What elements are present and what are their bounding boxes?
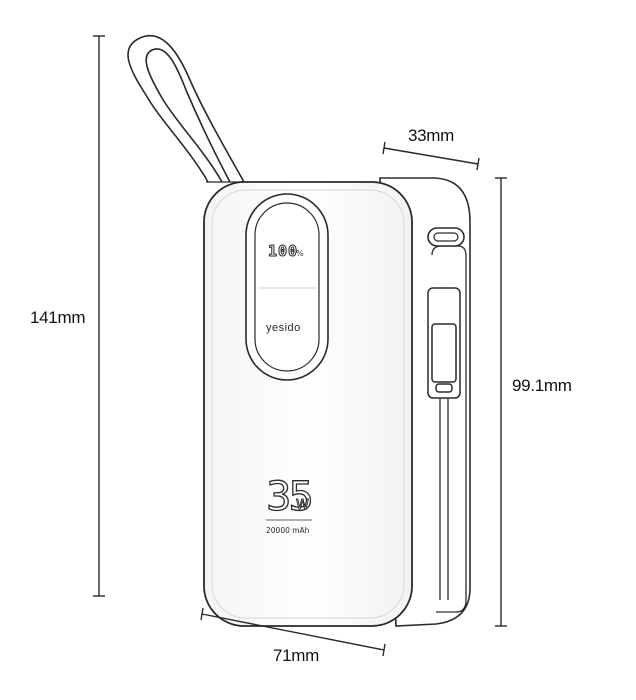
depth-dimension-line: [382, 141, 480, 171]
power-rating-value: 35: [266, 474, 311, 520]
height-total-dimension-line: [93, 35, 105, 597]
device-markings: 100 % yesido 35 W 20000 mAh: [265, 242, 314, 536]
battery-display-value: 100: [268, 242, 298, 260]
power-rating-unit: W: [296, 498, 309, 513]
capacity-label: 20000 mAh: [266, 526, 310, 535]
battery-display-unit: %: [296, 249, 304, 258]
display-window: [245, 193, 329, 381]
width-label: 71mm: [273, 646, 320, 665]
height-total-label: 141mm: [30, 308, 86, 327]
built-in-cable: [427, 287, 461, 600]
height-side-dimension-line: [495, 177, 507, 627]
width-dimension-line: [200, 607, 386, 657]
dimension-lines: [93, 35, 507, 657]
cable-recess: [431, 245, 467, 613]
depth-label: 33mm: [408, 126, 455, 145]
usb-c-port: [427, 227, 465, 247]
height-side-label: 99.1mm: [512, 376, 572, 395]
lanyard-strap: [127, 35, 245, 183]
brand-logo: yesido: [266, 322, 301, 334]
